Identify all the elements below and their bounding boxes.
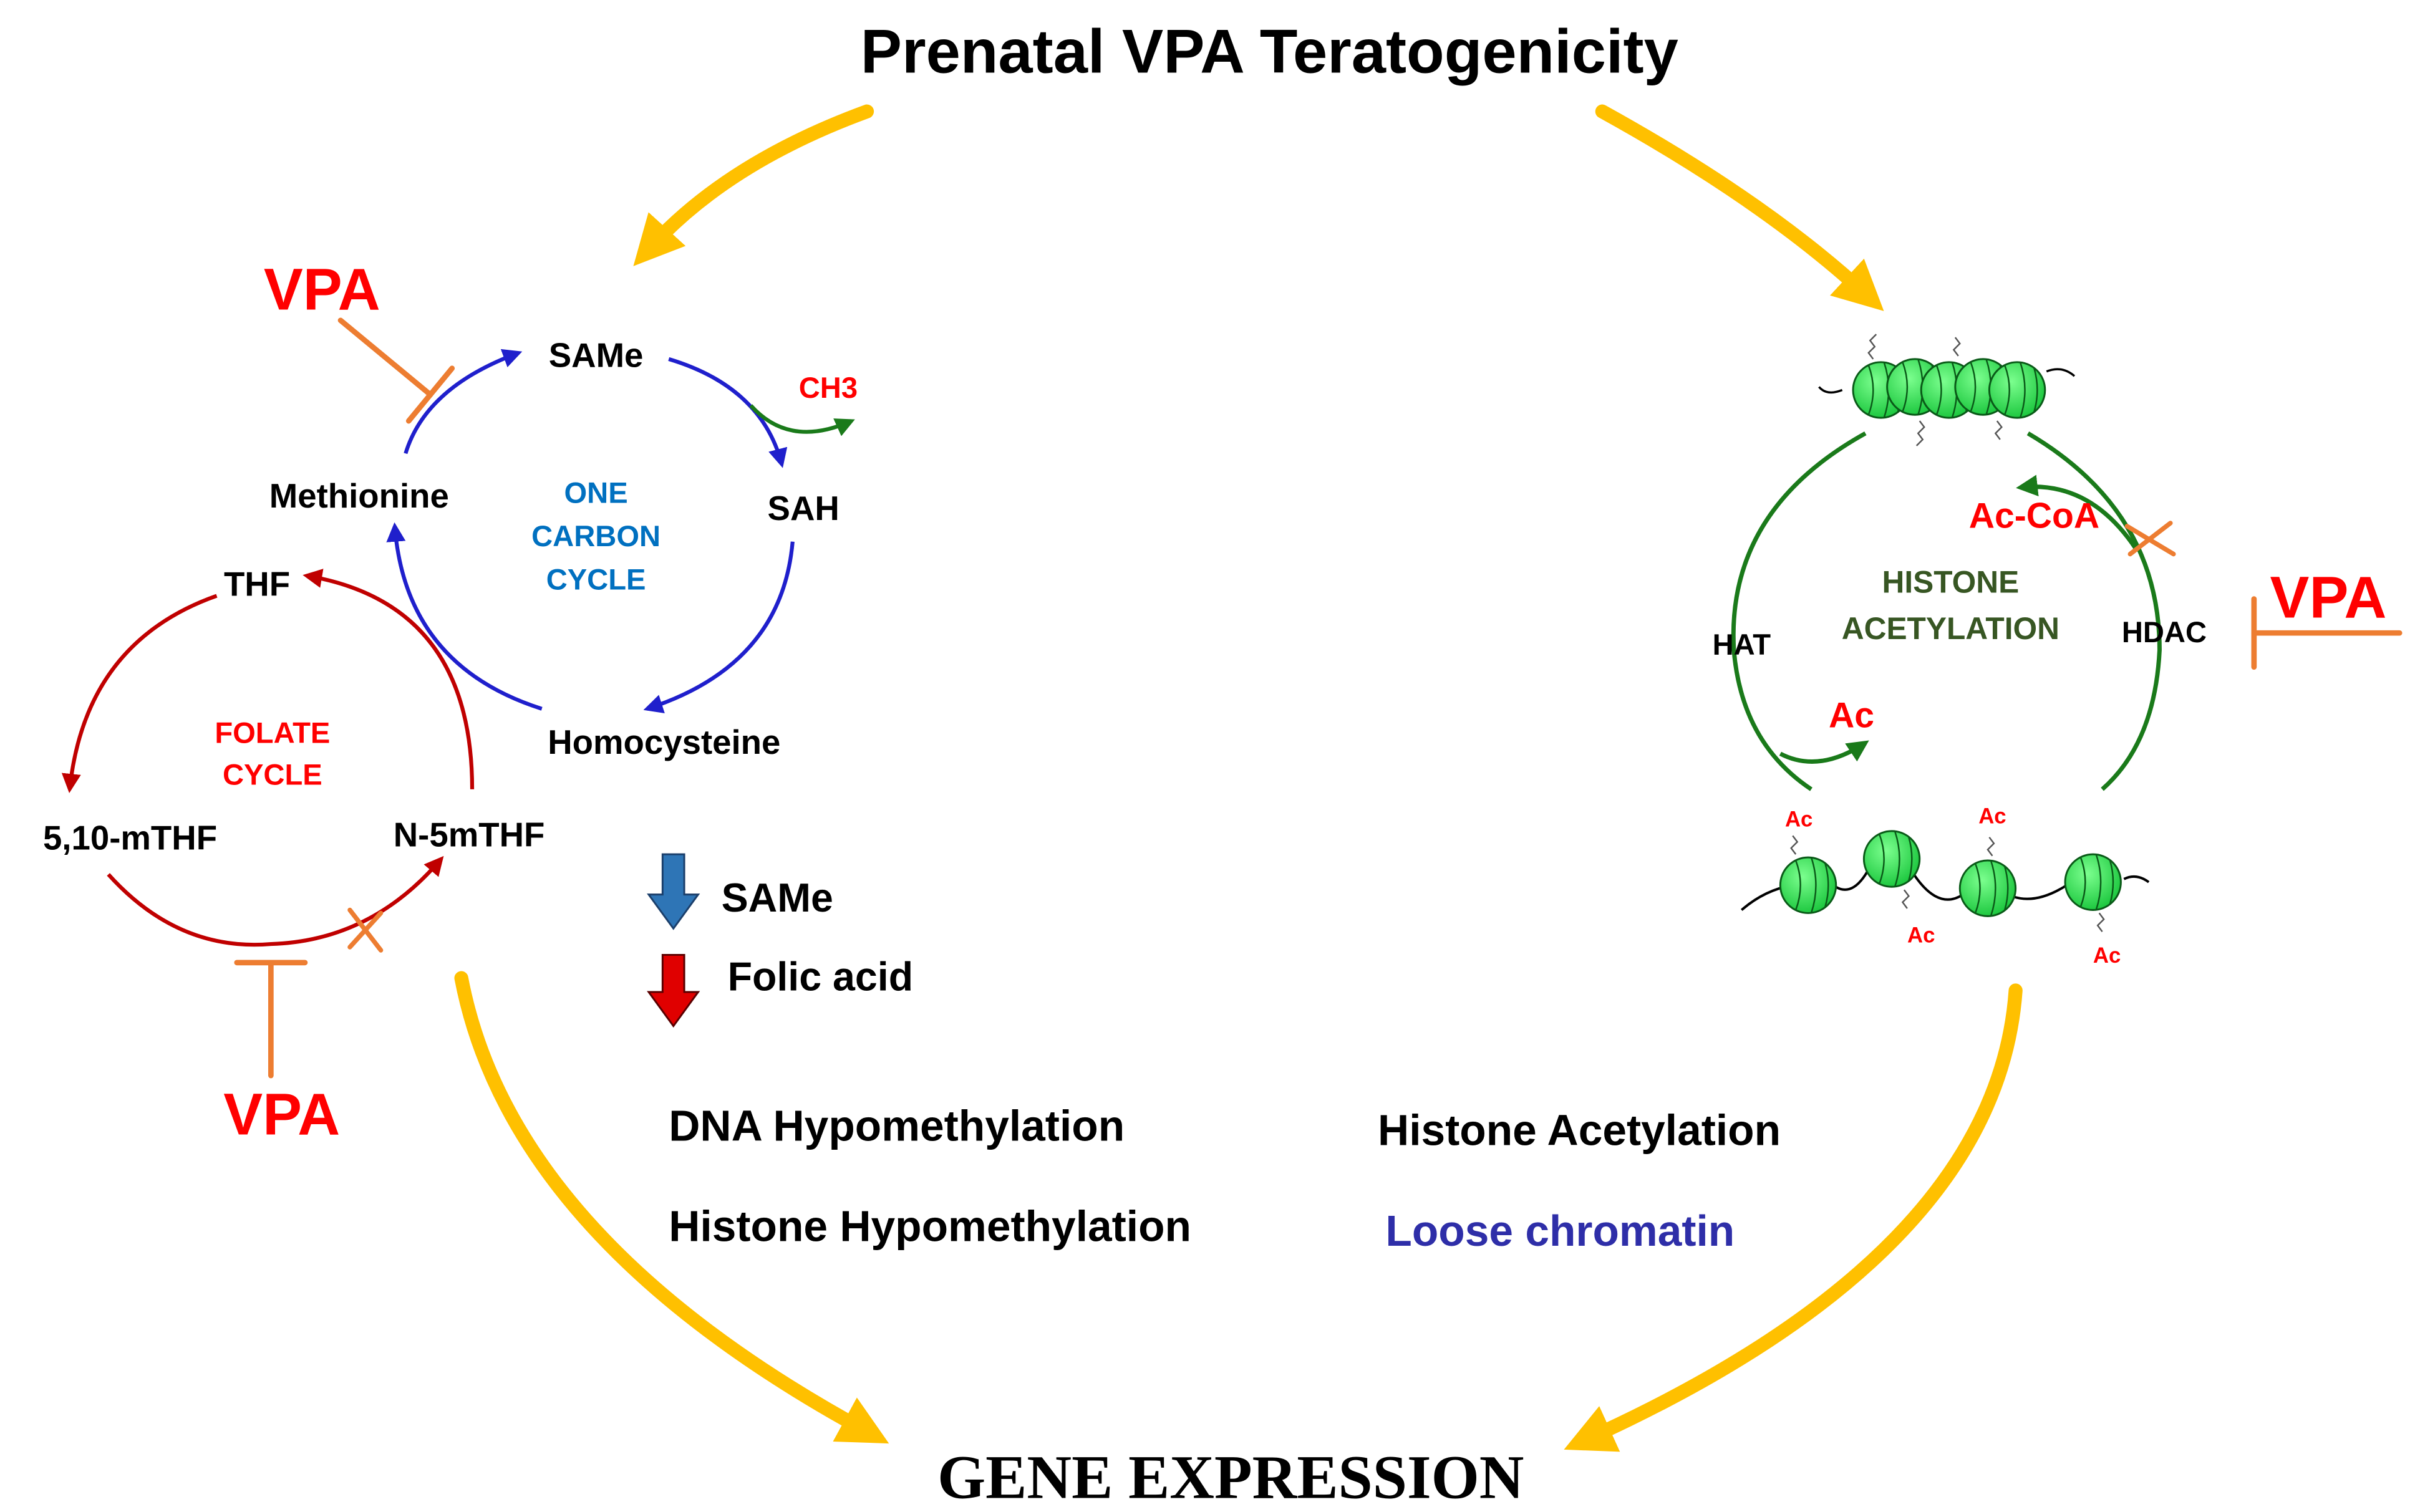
- ac-arrow: [1779, 740, 1869, 764]
- arc-methionine-to-same: [404, 349, 523, 455]
- arc-same-to-sah: [668, 357, 788, 468]
- arc-homocysteine-to-methionine: [386, 522, 543, 711]
- down-arrow-same-icon: [647, 853, 700, 930]
- arrow-title-to-one-carbon: [633, 104, 874, 266]
- histone-cycle-arc-left: [1731, 431, 1867, 791]
- one-carbon-cycle: [386, 349, 795, 713]
- vpa-bottom-left-inhibitor: [234, 960, 308, 1079]
- hdac-label: HDAC: [2122, 615, 2207, 648]
- arrow-left-to-gene-expression: [454, 971, 889, 1444]
- yellow-arrows: [454, 104, 2023, 1452]
- one-carbon-label-line1: ONE: [564, 476, 628, 509]
- folate-label-line2: CYCLE: [223, 758, 322, 791]
- effect-loose-chromatin: Loose chromatin: [1385, 1206, 1735, 1255]
- same-label: SAMe: [549, 336, 644, 374]
- 510mthf-label: 5,10-mTHF: [43, 819, 217, 857]
- arc-510mthf-to-n5mthf: [107, 855, 444, 947]
- hdac-block-cross: [2124, 521, 2176, 557]
- arrow-title-to-histone: [1595, 104, 1884, 311]
- loose-nucleosome-2: [1862, 830, 1921, 888]
- methionine-label: Methionine: [269, 477, 449, 515]
- down-same-label: SAMe: [722, 875, 833, 920]
- hat-label: HAT: [1713, 628, 1771, 661]
- vpa-top-left-inhibitor: [337, 317, 455, 424]
- arc-n5mthf-to-thf: [302, 569, 475, 789]
- down-arrow-folic-icon: [647, 953, 700, 1028]
- arrow-right-to-gene-expression: [1564, 983, 2023, 1452]
- loose-nucleosome-4: [2064, 853, 2122, 911]
- histone-label-line2: ACETYLATION: [1842, 611, 2059, 646]
- gene-expression-label: GENE EXPRESSION: [937, 1444, 1524, 1512]
- ch3-label: CH3: [799, 371, 858, 404]
- effect-dna-hypomethylation: DNA Hypomethylation: [669, 1101, 1125, 1150]
- vpa-right-inhibitor: [2251, 596, 2403, 670]
- histone-label-line1: HISTONE: [1882, 565, 2020, 600]
- ch3-branch-arrow: [749, 404, 855, 436]
- page-title: Prenatal VPA Teratogenicity: [861, 17, 1678, 87]
- folate-block-cross: [347, 907, 384, 953]
- sah-label: SAH: [768, 489, 840, 527]
- ac-label: Ac: [1829, 696, 1874, 736]
- arc-thf-to-510mthf: [61, 594, 218, 794]
- ac-coa-arrow: [2016, 474, 2139, 551]
- histone-cycle: [1731, 431, 2162, 791]
- ac-tag-3: Ac: [1978, 804, 2006, 828]
- one-carbon-label-line3: CYCLE: [546, 563, 646, 596]
- folate-label-line1: FOLATE: [215, 716, 330, 749]
- loose-nucleosome-3: [1958, 859, 2017, 917]
- vpa-right-label: VPA: [2270, 564, 2387, 630]
- ac-tag-1: Ac: [1785, 807, 1812, 831]
- ac-coa-label: Ac-CoA: [1969, 496, 2099, 536]
- ac-tag-4: Ac: [2093, 944, 2121, 968]
- compact-chromatin: [1818, 334, 2076, 446]
- loose-chromatin: Ac Ac Ac Ac: [1741, 804, 2150, 968]
- one-carbon-label-line2: CARBON: [531, 519, 661, 552]
- compact-nucleosome-5: [1988, 361, 2046, 419]
- vpa-top-left-label: VPA: [264, 256, 380, 322]
- vpa-bottom-left-label: VPA: [223, 1081, 340, 1147]
- homocysteine-label: Homocysteine: [548, 723, 780, 761]
- down-folic-label: Folic acid: [728, 955, 914, 999]
- effect-histone-acetylation: Histone Acetylation: [1378, 1106, 1781, 1155]
- thf-label: THF: [224, 566, 290, 604]
- n5mthf-label: N-5mTHF: [394, 816, 545, 854]
- histone-cycle-arc-right: [2026, 431, 2162, 791]
- effect-histone-hypomethylation: Histone Hypomethylation: [669, 1202, 1191, 1251]
- ac-tag-2: Ac: [1907, 924, 1935, 948]
- arc-sah-to-homocysteine: [643, 541, 795, 713]
- folate-cycle: [61, 569, 475, 947]
- loose-nucleosome-1: [1779, 856, 1837, 914]
